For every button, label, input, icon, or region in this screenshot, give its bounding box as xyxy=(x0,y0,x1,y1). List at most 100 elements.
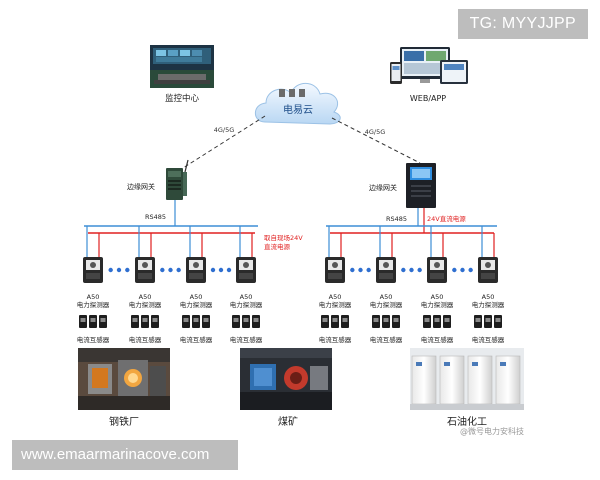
detector-name-left-2: 电力探测器 xyxy=(129,300,162,309)
cloud-shape xyxy=(254,82,341,125)
detector-dial-right-2 xyxy=(383,262,389,268)
coal-mine-image xyxy=(240,348,332,410)
dot-left-1-3 xyxy=(125,267,130,273)
detector-dial-left-2 xyxy=(142,262,148,268)
site-coal-label: 煤矿 xyxy=(278,415,298,428)
link-dashed-right xyxy=(331,117,421,164)
detector-dial-right-4 xyxy=(485,262,491,268)
detector-model-right-1: A50 xyxy=(329,293,342,301)
dot-left-1-1 xyxy=(108,267,113,273)
ct-window-right-1-1 xyxy=(322,318,328,322)
web-app-devices-image xyxy=(390,47,468,84)
detector-name-left-4: 电力探测器 xyxy=(230,300,263,309)
monitor-center-image xyxy=(150,45,214,88)
edge-gateway-left-device xyxy=(166,159,189,200)
ct-window-right-2-1 xyxy=(373,318,379,322)
steel-plant-image xyxy=(78,348,170,410)
detector-terminal-right-4 xyxy=(481,273,495,279)
detector-name-left-1: 电力探测器 xyxy=(77,300,110,309)
detector-terminal-right-2 xyxy=(379,273,393,279)
detector-right-4 xyxy=(478,257,498,283)
ct-window-right-2-2 xyxy=(383,318,389,322)
ct-right-3-1 xyxy=(423,315,431,328)
ct-right-2-3 xyxy=(392,315,400,328)
ct-left-3-1 xyxy=(182,315,190,328)
power-left-label-line2: 直流电源 xyxy=(264,242,291,251)
detector-left-2 xyxy=(135,257,155,283)
detector-dial-left-4 xyxy=(243,262,249,268)
ct-window-left-2-3 xyxy=(152,318,158,322)
dot-right-3-1 xyxy=(452,267,457,273)
detector-right-3 xyxy=(427,257,447,283)
ct-label-left-2: 电流互感器 xyxy=(129,335,162,344)
ct-window-right-1-3 xyxy=(342,318,348,322)
dot-right-1-2 xyxy=(358,267,363,273)
link-right-label: 4G/5G xyxy=(365,128,386,136)
ct-right-1-2 xyxy=(331,315,339,328)
detector-dial-left-3 xyxy=(193,262,199,268)
ct-window-left-1-2 xyxy=(90,318,96,322)
detector-name-left-3: 电力探测器 xyxy=(180,300,213,309)
web-app-label: WEB/APP xyxy=(410,94,446,103)
ct-window-right-3-2 xyxy=(434,318,440,322)
ct-label-right-3: 电流互感器 xyxy=(421,335,454,344)
ct-window-right-3-1 xyxy=(424,318,430,322)
detector-terminal-right-1 xyxy=(328,273,342,279)
ct-window-right-4-1 xyxy=(475,318,481,322)
detector-terminal-right-3 xyxy=(430,273,444,279)
dot-left-3-1 xyxy=(210,267,216,273)
detector-name-right-3: 电力探测器 xyxy=(421,300,454,309)
detector-dial-right-1 xyxy=(332,262,338,268)
dot-left-3-2 xyxy=(218,267,224,273)
site-petro-label: 石油化工 xyxy=(447,415,487,428)
ct-left-4-3 xyxy=(252,315,260,328)
detector-model-right-3: A50 xyxy=(431,293,444,301)
detector-left-1 xyxy=(83,257,103,283)
detector-right-2 xyxy=(376,257,396,283)
edge-gateway-left-label: 边缘网关 xyxy=(127,182,155,191)
detector-model-left-2: A50 xyxy=(139,293,152,301)
ct-label-right-2: 电流互感器 xyxy=(370,335,403,344)
dot-left-2-2 xyxy=(168,267,173,273)
detector-terminal-left-4 xyxy=(239,273,253,279)
dot-right-2-1 xyxy=(401,267,406,273)
link-dashed-left xyxy=(182,115,266,169)
dot-right-2-3 xyxy=(417,267,422,273)
detector-units: A50电力探测器电流互感器A50电力探测器电流互感器A50电力探测器电流互感器A… xyxy=(77,257,505,344)
dot-left-2-1 xyxy=(160,267,165,273)
ct-right-4-1 xyxy=(474,315,482,328)
ct-left-1-1 xyxy=(79,315,87,328)
rs485-right-label: RS485 xyxy=(386,215,407,223)
detector-model-right-4: A50 xyxy=(482,293,495,301)
rs485-left-label: RS485 xyxy=(145,213,166,221)
dot-right-1-3 xyxy=(366,267,371,273)
detector-name-right-2: 电力探测器 xyxy=(370,300,403,309)
detector-terminal-left-1 xyxy=(86,273,100,279)
ct-window-left-4-3 xyxy=(253,318,259,322)
ct-left-3-3 xyxy=(202,315,210,328)
detector-terminal-left-3 xyxy=(189,273,203,279)
dot-left-3-3 xyxy=(226,267,232,273)
ct-right-2-1 xyxy=(372,315,380,328)
detector-model-left-3: A50 xyxy=(190,293,203,301)
ct-right-4-2 xyxy=(484,315,492,328)
ct-window-left-4-2 xyxy=(243,318,249,322)
petrochemical-image xyxy=(410,348,524,410)
dot-right-2-2 xyxy=(409,267,414,273)
ct-left-1-2 xyxy=(89,315,97,328)
watermark-text: @微号电力安科技 xyxy=(460,426,524,436)
ct-window-left-2-1 xyxy=(132,318,138,322)
ct-right-1-1 xyxy=(321,315,329,328)
ct-window-left-1-3 xyxy=(100,318,106,322)
ct-window-right-1-2 xyxy=(332,318,338,322)
detector-name-right-1: 电力探测器 xyxy=(319,300,352,309)
ct-window-left-3-1 xyxy=(183,318,189,322)
detector-model-left-4: A50 xyxy=(240,293,253,301)
bottom-url-banner: www.emaarmarinacove.com xyxy=(12,440,238,470)
site-steel-label: 钢铁厂 xyxy=(109,415,139,428)
ct-label-right-1: 电流互感器 xyxy=(319,335,352,344)
ct-right-1-3 xyxy=(341,315,349,328)
detector-left-3 xyxy=(186,257,206,283)
ct-window-left-3-3 xyxy=(203,318,209,322)
